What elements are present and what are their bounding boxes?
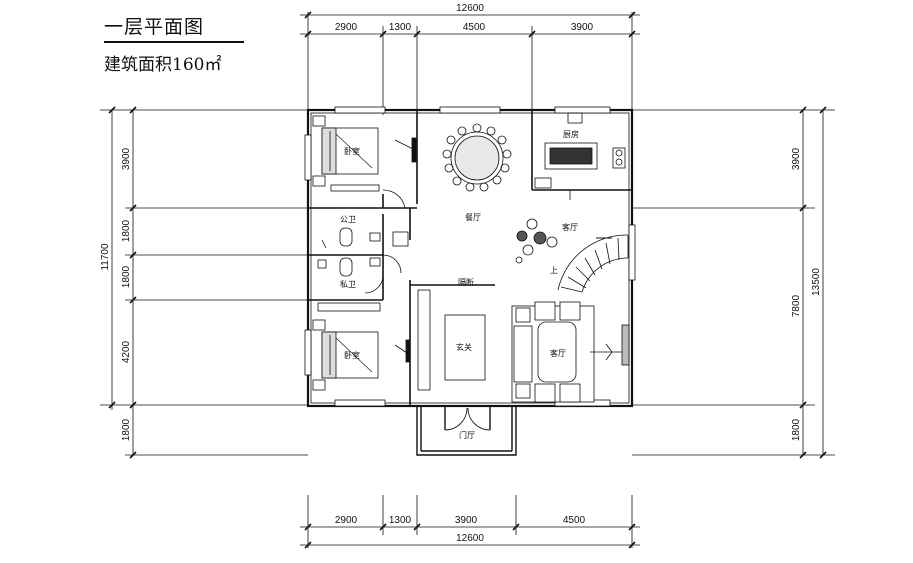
dim-bottom-4: 4500 (563, 515, 586, 526)
bedroom-top-furniture (312, 115, 417, 209)
dim-bottom-3: 3900 (455, 515, 478, 526)
floor-area-label: 建筑面积160㎡ (104, 55, 222, 75)
interior-walls (308, 110, 632, 406)
windows (304, 106, 636, 407)
tea-table-set (515, 218, 558, 264)
dim-top-3: 4500 (463, 22, 486, 33)
drawing-title: 一层平面图 (104, 16, 205, 38)
dimension-ticks (108, 11, 827, 549)
partition-label: 隔断 (458, 277, 474, 287)
private-bath-fixtures (317, 254, 402, 294)
dim-right-total: 13500 (811, 268, 822, 296)
kitchen-fixtures (534, 112, 626, 200)
stair-up-label: 上 (550, 266, 558, 275)
dim-left-3: 1800 (121, 265, 132, 288)
dim-bottom-1: 2900 (335, 515, 358, 526)
spiral-staircase (557, 234, 629, 293)
porch-outline (416, 406, 517, 456)
dim-right-upper: 3900 (791, 147, 802, 170)
grid-lines (100, 12, 835, 548)
dim-left-1: 3900 (121, 147, 132, 170)
dim-top-2: 1300 (389, 22, 412, 33)
dim-bottom-total: 12600 (456, 533, 484, 544)
room-label-living-lower: 客厅 (550, 348, 566, 358)
dim-right-middle: 7800 (791, 294, 802, 317)
dining-table (442, 123, 512, 192)
dim-left-total: 11700 (100, 243, 111, 271)
room-label-dining: 餐厅 (465, 213, 481, 222)
room-label-bedroom-top: 卧室 (344, 146, 360, 156)
title-underline (104, 41, 244, 43)
dimension-labels: 12600 2900 1300 4500 3900 2900 1300 3900… (100, 3, 822, 544)
dim-bottom-2: 1300 (389, 515, 412, 526)
room-label-private-bath: 私卫 (340, 280, 356, 289)
room-label-public-bath: 公卫 (340, 215, 356, 224)
room-label-living-upper: 客厅 (562, 222, 578, 232)
sofa-set (511, 301, 622, 403)
foyer-cabinet (417, 289, 486, 391)
dim-right-lower: 1800 (791, 418, 802, 441)
dim-left-5: 1800 (121, 418, 132, 441)
room-label-bedroom-bottom: 卧室 (344, 350, 360, 360)
bedroom-bottom-furniture (312, 302, 411, 391)
dim-left-2: 1800 (121, 219, 132, 242)
room-label-kitchen: 厨房 (563, 129, 579, 139)
public-bath-fixtures (321, 227, 409, 249)
dim-left-4: 4200 (121, 340, 132, 363)
dim-top-total: 12600 (456, 3, 484, 14)
room-label-foyer: 玄关 (456, 342, 472, 352)
dim-top-4: 3900 (571, 22, 594, 33)
room-label-porch: 门厅 (459, 430, 475, 440)
dim-top-1: 2900 (335, 22, 358, 33)
